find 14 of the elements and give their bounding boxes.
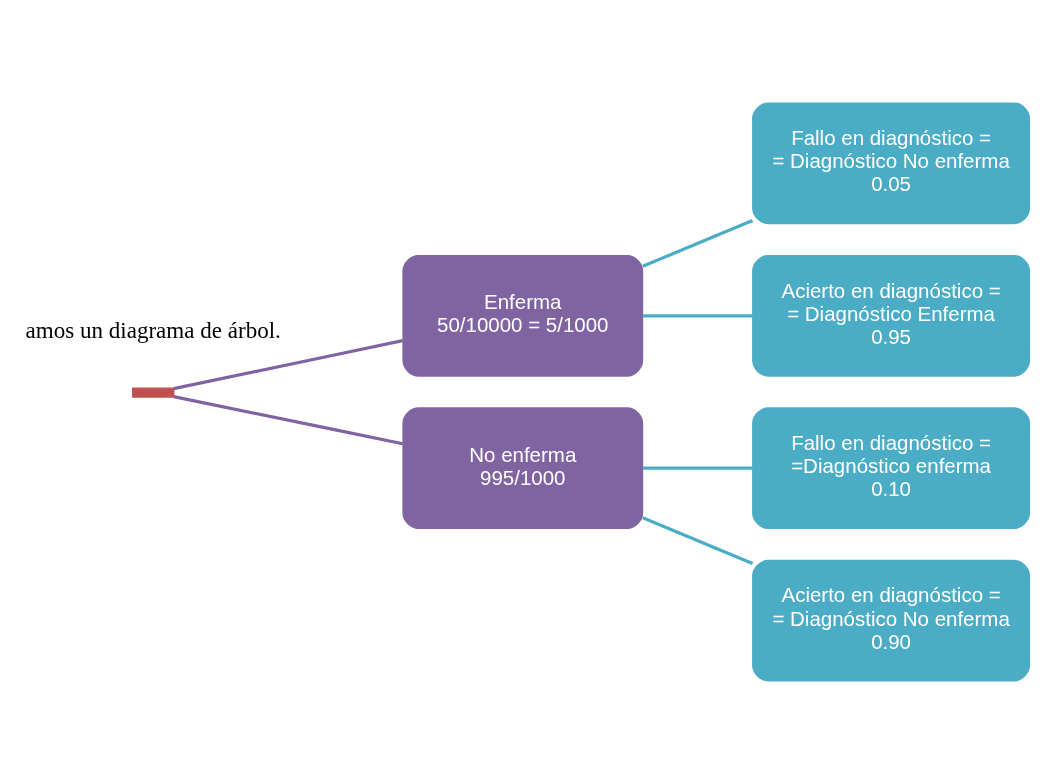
connector [173, 339, 403, 391]
node-box: Enferma 50/10000 = 5/1000 [402, 254, 644, 377]
node-box: Acierto en diagnóstico = = Diagnóstico Enferma 0.95 [752, 254, 1031, 377]
node-box: Fallo en diagnóstico = =Diagnóstico enferma 0.10 [752, 407, 1031, 530]
label: amos un diagrama de árbol. [25, 317, 281, 344]
node-box: Fallo en diagnóstico = = Diagnóstico No enferma 0.05 [752, 102, 1031, 225]
connector [642, 314, 753, 318]
node-box: Acierto en diagnóstico = = Diagnóstico No enferma 0.90 [752, 559, 1031, 682]
connector [642, 466, 753, 470]
connector [642, 219, 754, 268]
connector [173, 395, 403, 446]
connector [642, 516, 754, 565]
node-box: No enferma 995/1000 [402, 407, 644, 530]
node-bar [132, 387, 175, 398]
